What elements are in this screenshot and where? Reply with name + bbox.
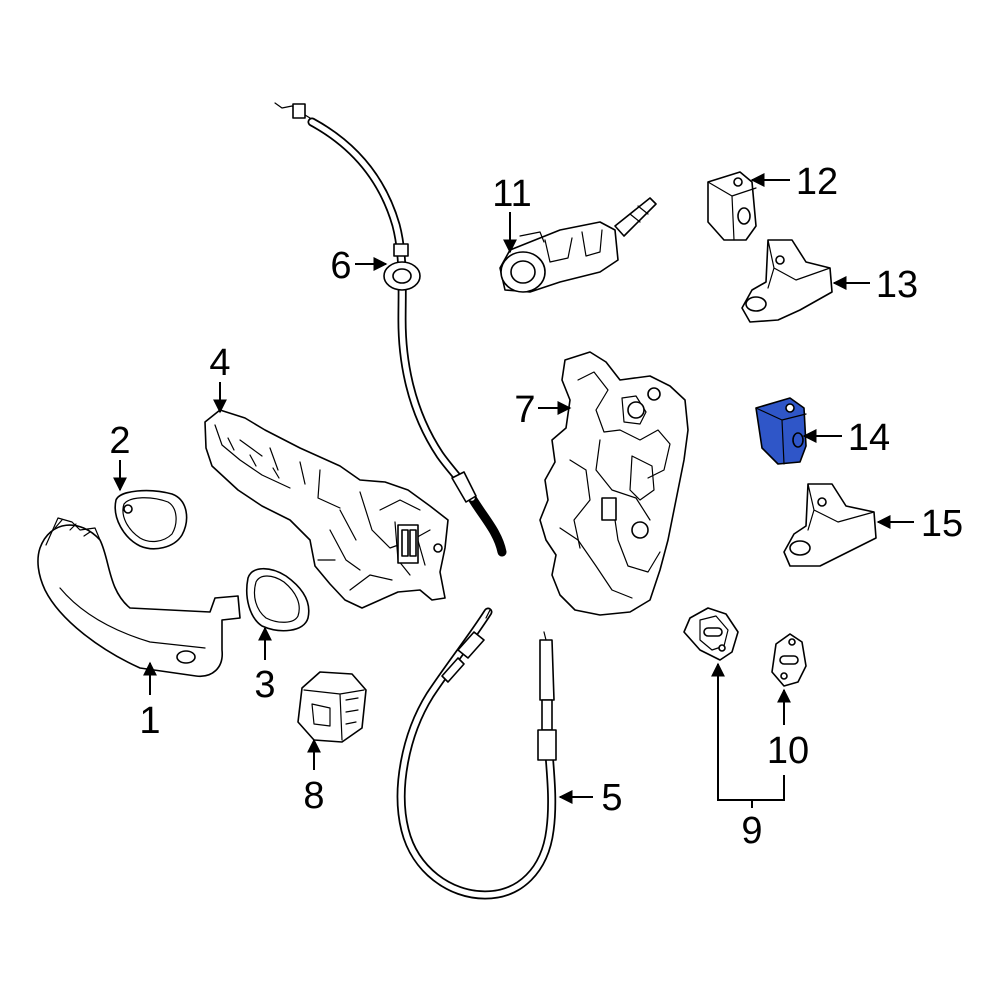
- callout-6: 6: [330, 245, 351, 287]
- callout-15: 15: [921, 503, 963, 545]
- part-15-striker-plate[interactable]: [783, 483, 877, 567]
- callout-5: 5: [601, 777, 622, 819]
- part-12-striker[interactable]: [707, 171, 757, 241]
- part-4-handle-bracket[interactable]: [204, 409, 449, 609]
- callout-12: 12: [796, 161, 838, 203]
- callout-14: 14: [848, 417, 890, 459]
- callout-numbers: 1 2 3 4 5 6 7 8 9 10 11 12 13 14 15: [109, 161, 963, 852]
- callout-9: 9: [741, 810, 762, 852]
- callout-7: 7: [514, 389, 535, 431]
- part-7-door-latch[interactable]: [539, 351, 689, 616]
- part-3-handle-bezel[interactable]: [246, 567, 310, 632]
- callout-2: 2: [109, 420, 130, 462]
- callout-13: 13: [876, 264, 918, 306]
- callout-leaders: [113, 173, 914, 808]
- callout-10: 10: [767, 730, 809, 772]
- callout-11: 11: [492, 173, 531, 215]
- part-8-lock-switch[interactable]: [297, 671, 367, 743]
- part-10-pad[interactable]: [771, 633, 807, 687]
- part-14-striker-highlighted[interactable]: [755, 397, 807, 465]
- callout-3: 3: [254, 664, 275, 706]
- part-1-exterior-handle[interactable]: [37, 517, 241, 677]
- part-9-pad[interactable]: [683, 607, 739, 661]
- callout-8: 8: [303, 775, 324, 817]
- part-13-striker-plate[interactable]: [741, 239, 833, 323]
- part-6-upper-cable[interactable]: [274, 102, 507, 557]
- part-5-lower-cable[interactable]: [396, 607, 557, 900]
- part-11-lock-cylinder[interactable]: [499, 197, 657, 293]
- callout-4: 4: [209, 342, 230, 384]
- part-2-handle-gasket[interactable]: [114, 489, 188, 550]
- callout-1: 1: [139, 700, 160, 742]
